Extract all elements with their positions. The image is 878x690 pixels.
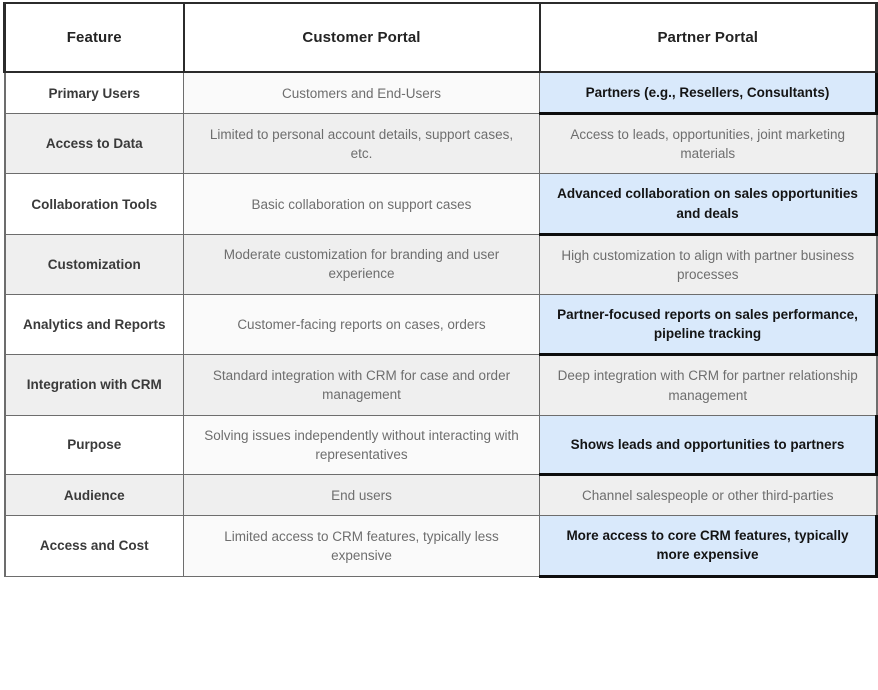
cell-partner-portal-highlighted: Advanced collaboration on sales opportun… [539,173,878,236]
cell-feature: Purpose [3,414,184,476]
cell-partner-portal: Channel salespeople or other third-parti… [539,474,878,517]
cell-customer-portal: Standard integration with CRM for case a… [183,354,540,416]
cell-partner-portal-highlighted: More access to core CRM features, typica… [539,515,878,578]
table-header: Feature Customer Portal Partner Portal [3,2,878,73]
cell-feature: Access to Data [3,113,184,175]
cell-customer-portal: Limited access to CRM features, typicall… [183,515,540,577]
cell-partner-portal: High customization to align with partner… [539,233,878,296]
cell-customer-portal: End users [183,474,540,517]
column-header-customer-portal: Customer Portal [182,2,541,73]
cell-feature: Primary Users [3,71,184,115]
cell-feature: Integration with CRM [3,354,184,416]
cell-partner-portal: Access to leads, opportunities, joint ma… [539,113,878,175]
clipped-caption [0,682,878,690]
cell-partner-portal-highlighted: Partners (e.g., Resellers, Consultants) [539,71,878,116]
cell-customer-portal: Limited to personal account details, sup… [183,113,540,175]
cell-customer-portal: Moderate customization for branding and … [183,233,540,296]
cell-partner-portal-highlighted: Partner-focused reports on sales perform… [539,294,878,357]
column-header-partner-portal: Partner Portal [538,2,878,73]
cell-customer-portal: Customers and End-Users [183,71,540,115]
table-header-row: Feature Customer Portal Partner Portal [3,2,878,73]
cell-feature: Collaboration Tools [3,173,184,235]
cell-customer-portal: Basic collaboration on support cases [183,173,540,235]
column-header-feature: Feature [3,2,185,73]
cell-feature: Audience [3,474,184,517]
cell-partner-portal-highlighted: Shows leads and opportunities to partner… [539,414,878,477]
cell-customer-portal: Customer-facing reports on cases, orders [183,294,540,356]
cell-feature: Analytics and Reports [3,294,184,356]
cell-feature: Customization [3,233,184,296]
cell-customer-portal: Solving issues independently without int… [183,414,540,476]
cell-feature: Access and Cost [3,515,184,577]
cell-partner-portal: Deep integration with CRM for partner re… [539,354,878,416]
portal-comparison-table: Feature Customer Portal Partner Portal P… [3,2,878,578]
